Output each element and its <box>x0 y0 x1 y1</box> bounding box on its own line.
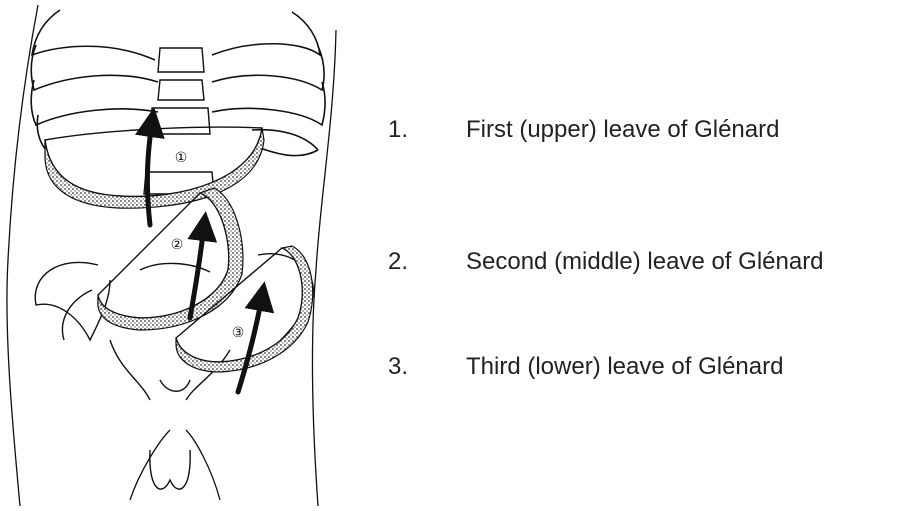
legend-item-3: 3. Third (lower) leave of Glénard <box>388 350 783 384</box>
anatomy-illustration: ① ② ③ <box>0 0 360 506</box>
leaf-marker-1: ① <box>175 150 188 166</box>
legend-number: 3. <box>388 353 466 381</box>
legend-text: First (upper) leave of Glénard <box>466 116 779 144</box>
leaf-2 <box>98 188 243 330</box>
legend-text: Third (lower) leave of Glénard <box>466 353 783 381</box>
arrow-1 <box>147 122 152 225</box>
legend-item-1: 1. First (upper) leave of Glénard <box>388 113 779 147</box>
leaf-marker-3: ③ <box>232 325 245 341</box>
legend-number: 1. <box>388 116 466 144</box>
leaf-1 <box>45 127 264 208</box>
legend-text: Second (middle) leave of Glénard <box>466 248 824 276</box>
arrow-3 <box>238 296 262 392</box>
spine <box>144 48 214 194</box>
legend-number: 2. <box>388 248 466 276</box>
legend-item-2: 2. Second (middle) leave of Glénard <box>388 245 824 279</box>
legend: 1. First (upper) leave of Glénard 2. Sec… <box>388 0 893 506</box>
torso-drawing: ① ② ③ <box>0 0 360 506</box>
pelvis <box>35 254 313 489</box>
leaf-marker-2: ② <box>171 237 184 253</box>
